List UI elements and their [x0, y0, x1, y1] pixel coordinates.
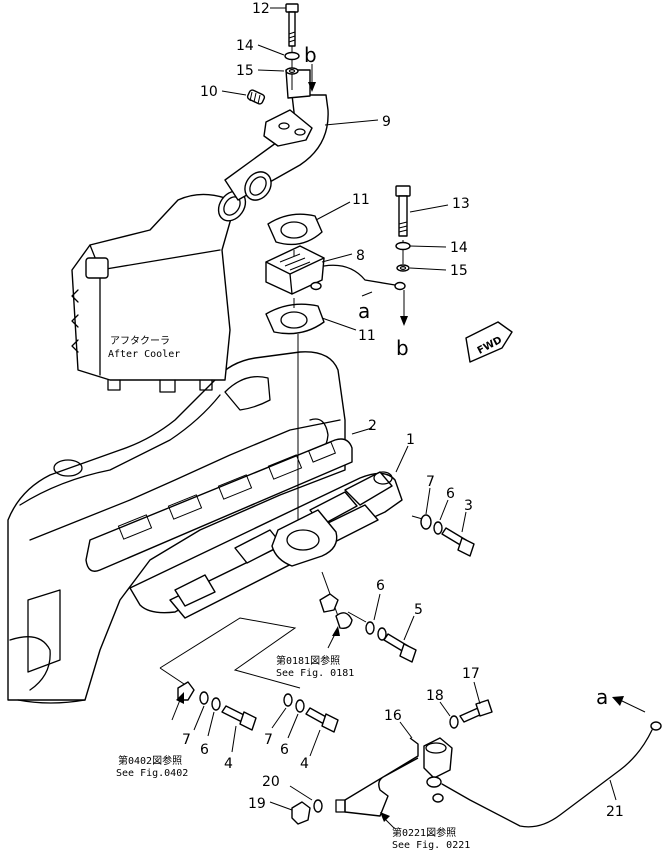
- washer-15-top: [285, 67, 299, 75]
- bolt-5: [383, 633, 417, 663]
- callout-20: 20: [262, 774, 280, 790]
- washer-15-right: [396, 264, 410, 272]
- callout-9: 9: [382, 114, 391, 130]
- plug-10: [246, 89, 266, 105]
- callout-10: 10: [200, 84, 218, 100]
- bolt-3: [441, 527, 475, 557]
- callout-7-right: 7: [426, 474, 435, 490]
- washer-20: [313, 799, 323, 813]
- callout-7-mid: 7: [264, 732, 273, 748]
- callout-17: 17: [462, 666, 480, 682]
- callout-13: 13: [452, 196, 470, 212]
- callout-1: 1: [406, 432, 415, 448]
- text-notes: アフタクーラ After Cooler 第0181図参照 See Fig. 01…: [108, 335, 470, 851]
- callout-12: 12: [252, 1, 270, 17]
- bracket-16: [335, 737, 419, 817]
- washer-14-right: [395, 241, 411, 251]
- ref-0402-en: See Fig.0402: [116, 768, 188, 779]
- aftercooler: [71, 190, 247, 393]
- callout-6-left: 6: [200, 742, 209, 758]
- callout-11-lower: 11: [358, 328, 376, 344]
- washer-6-mid: [295, 699, 305, 713]
- bolt-4-mid: [305, 707, 339, 733]
- callout-21: 21: [606, 804, 624, 820]
- callout-14-right: 14: [450, 240, 468, 256]
- washer-6-center: [377, 627, 387, 641]
- ref-0221-en: See Fig. 0221: [392, 840, 470, 851]
- ref-0181-en: See Fig. 0181: [276, 668, 354, 679]
- leader-lines: [193, 7, 617, 811]
- aftercooler-label-en: After Cooler: [108, 349, 180, 360]
- callout-4-mid: 4: [300, 756, 309, 772]
- callout-6-mid: 6: [280, 742, 289, 758]
- bolt-12: [285, 3, 299, 47]
- gasket-11-lower: [265, 303, 325, 335]
- washer-14-top: [284, 51, 300, 61]
- callout-2: 2: [368, 418, 377, 434]
- marker-a-bottom: a: [596, 685, 608, 709]
- callout-15-right: 15: [450, 263, 468, 279]
- callout-7-left: 7: [182, 732, 191, 748]
- tube-21: [432, 721, 662, 828]
- exhaust-manifold-1: [129, 471, 403, 619]
- bolt-13: [395, 185, 411, 237]
- nut-center: [319, 593, 353, 630]
- gasket-2: [85, 438, 353, 572]
- callout-14-top: 14: [236, 38, 254, 54]
- solenoid-valve: [423, 737, 453, 788]
- nut-19: [291, 801, 311, 825]
- washer-18: [449, 715, 459, 729]
- callout-3: 3: [464, 498, 473, 514]
- callout-8: 8: [356, 248, 365, 264]
- washer-7-center: [365, 621, 375, 635]
- callout-11-upper: 11: [352, 192, 370, 208]
- callout-6-center: 6: [376, 578, 385, 594]
- washer-7-left: [199, 691, 209, 705]
- callout-4-left: 4: [224, 756, 233, 772]
- callout-6-right: 6: [446, 486, 455, 502]
- ref-0402-jp: 第0402図参照: [118, 754, 182, 767]
- ref-0221-jp: 第0221図参照: [392, 826, 456, 839]
- air-pipe-9: [224, 69, 329, 201]
- bolt-4-left: [221, 705, 257, 731]
- marker-b-right: b: [396, 336, 409, 360]
- ref-0181-jp: 第0181図参照: [276, 654, 340, 667]
- valve-8: [265, 245, 406, 295]
- washer-7-right: [420, 514, 432, 530]
- callout-16: 16: [384, 708, 402, 724]
- callout-19: 19: [248, 796, 266, 812]
- marker-b-top: b: [304, 43, 317, 67]
- aftercooler-label-jp: アフタクーラ: [110, 335, 170, 347]
- callouts: 12 14 15 10 9 11 8 11 13 14 15 2 1 7 6 3…: [182, 1, 624, 820]
- fwd-arrow: FWD: [465, 321, 513, 363]
- washer-6-left: [211, 697, 221, 711]
- marker-a-mid: a: [358, 299, 370, 323]
- callout-15-top: 15: [236, 63, 254, 79]
- callout-5: 5: [414, 602, 423, 618]
- washer-6-right: [433, 521, 443, 535]
- washer-7-mid: [283, 693, 293, 707]
- gasket-11-upper: [267, 213, 323, 246]
- callout-18: 18: [426, 688, 444, 704]
- bolt-17: [459, 699, 493, 723]
- marker-arrows: [171, 64, 646, 829]
